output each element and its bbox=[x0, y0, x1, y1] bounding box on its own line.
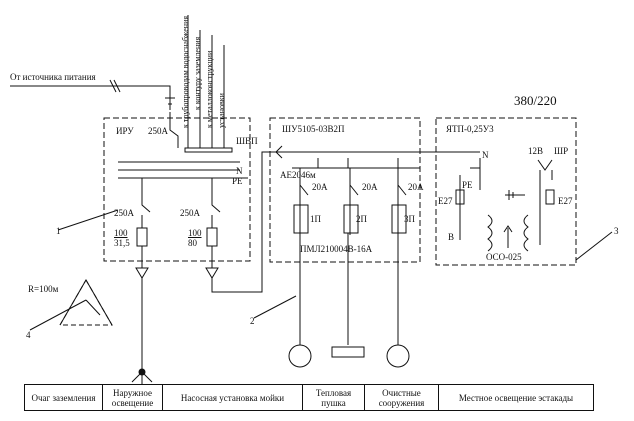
contactor-1p bbox=[293, 204, 309, 234]
table-cell: Очистные сооружения bbox=[365, 385, 439, 410]
table-cell: Тепловая пушка bbox=[303, 385, 365, 410]
contactor-2p-label: 2П bbox=[356, 214, 367, 224]
fuse-left-insert: 31,5 bbox=[114, 238, 130, 248]
ae-label: АЕ2046м bbox=[280, 170, 316, 180]
line-mark bbox=[109, 79, 121, 93]
source-label: От источника питания bbox=[10, 72, 96, 82]
table-cell: Насосная установка мойки bbox=[163, 385, 303, 410]
a20-1-label: 20А bbox=[312, 182, 328, 192]
shu-enclosure bbox=[269, 117, 421, 263]
table-cell: Наружное освещение bbox=[103, 385, 163, 410]
r100-label: R=100м bbox=[28, 284, 59, 294]
pml-label: ПМЛ210004В-16А bbox=[300, 244, 373, 254]
fuse-right bbox=[206, 227, 218, 247]
ytp-n-label: N bbox=[482, 150, 489, 160]
breaker-left-label: 250А bbox=[114, 208, 134, 218]
ground-taps bbox=[187, 15, 225, 148]
table-cell: Местное освещение эстакады bbox=[458, 392, 574, 403]
bus-n-label: N bbox=[236, 166, 243, 176]
source-line bbox=[10, 85, 171, 110]
ytp-pe-label: PE bbox=[462, 180, 473, 190]
callout-1: 1 bbox=[56, 226, 61, 236]
a20-2-label: 20А bbox=[362, 182, 378, 192]
ytp-enclosure bbox=[435, 117, 577, 266]
fuse-right-rating: 100 bbox=[188, 228, 202, 238]
contactor-3p bbox=[391, 204, 407, 234]
callout-3: 3 bbox=[614, 226, 619, 236]
contactor-1p-label: 1П bbox=[310, 214, 321, 224]
shvp-label: ШВП bbox=[236, 136, 258, 146]
load-lighting bbox=[386, 344, 410, 368]
oso-label: ОСО-025 bbox=[486, 252, 522, 262]
breaker-right-label: 250А bbox=[180, 208, 200, 218]
legend-table: Очаг заземления Наружное освещение Насос… bbox=[24, 384, 594, 411]
load-heater-gun bbox=[288, 344, 312, 368]
vert-label-ground-loop: к контуру заземления bbox=[193, 36, 202, 110]
ground-bar bbox=[184, 147, 233, 153]
v12-label: 12В bbox=[528, 146, 544, 156]
fuse-left-rating: 100 bbox=[114, 228, 128, 238]
b-label: В bbox=[448, 232, 455, 242]
callout-2: 2 bbox=[250, 316, 255, 326]
ytp-title: ЯТП-0,25У3 bbox=[446, 124, 494, 134]
contactor-3p-label: 3П bbox=[404, 214, 415, 224]
iru-enclosure bbox=[103, 117, 251, 262]
voltage-label: 380/220 bbox=[514, 93, 557, 108]
breaker-top-label: 250А bbox=[148, 126, 168, 136]
shu-title: ШУ5105-03В2П bbox=[282, 124, 345, 134]
vert-label-installation: установки bbox=[217, 93, 226, 128]
table-cell: Очаг заземления bbox=[25, 385, 103, 410]
fuse-right-insert: 80 bbox=[188, 238, 197, 248]
iru-title: ИРУ bbox=[116, 126, 134, 136]
bus-pe-label: PE bbox=[232, 176, 243, 186]
a20-3-label: 20А bbox=[408, 182, 424, 192]
vert-label-water: к трубопроводам водоснабжения bbox=[181, 15, 190, 128]
load-treatment bbox=[331, 346, 365, 358]
shr-label: ШР bbox=[554, 146, 569, 156]
contactor-2p bbox=[343, 204, 359, 234]
e27-left-label: Е27 bbox=[438, 196, 453, 206]
e27-right-label: Е27 bbox=[558, 196, 573, 206]
fuse-left bbox=[136, 227, 148, 247]
vert-label-metal: к металлоконструкции bbox=[205, 50, 214, 128]
callout-4: 4 bbox=[26, 330, 31, 340]
ground-triangle bbox=[59, 279, 113, 326]
